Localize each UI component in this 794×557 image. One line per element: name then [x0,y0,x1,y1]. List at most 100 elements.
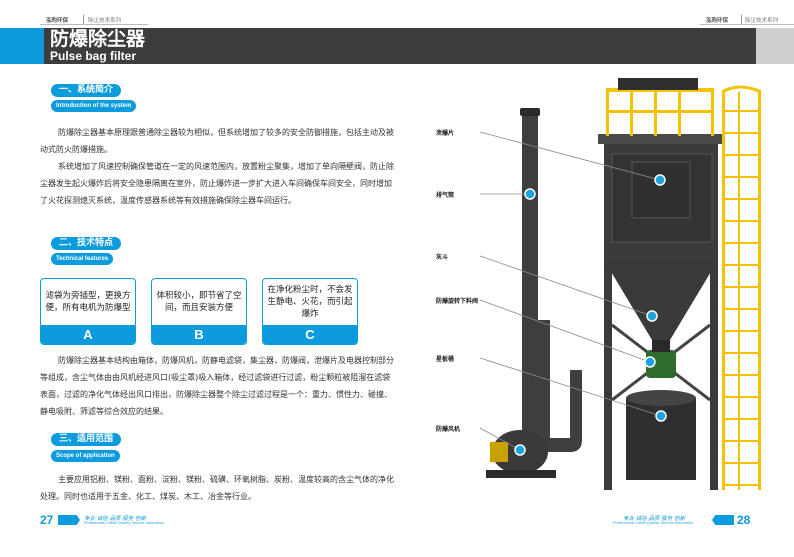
leader-line-5 [479,357,662,417]
page-number-left: 27 [40,513,54,527]
fan-motor [490,442,508,462]
fan-base [486,470,556,478]
ladder-ring [722,462,761,464]
footer-slogan-en-left: Professional Credit Quality Service Inno… [84,521,165,525]
ladder-ring [722,132,761,134]
ladder-cage-rings [722,110,761,486]
header-rule-left [40,24,148,25]
rotary-discharge-valve [646,350,676,378]
ash-hopper [604,260,718,340]
feature-a-text: 滤袋为旁插型，更换方便，所有电机为防爆型 [45,291,131,313]
mid-rail [606,110,714,113]
footer-arrow-right [712,515,734,525]
ladder-ring [722,440,761,442]
inlet-duct-bend [538,320,582,452]
ladder-ring [722,286,761,288]
exhaust-stack-cap [520,108,540,116]
roof-cover [618,78,698,90]
title-accent-right [756,28,794,64]
feature-b-letter: B [152,325,246,344]
page-number-right: 28 [737,513,751,527]
label-leader-lines [479,131,667,456]
ladder-ring [722,418,761,420]
header-series-right: 除尘技术系列 [745,18,779,24]
leader-line-1 [479,131,661,181]
label-vent: 泄爆片 [436,130,455,137]
inlet-duct [570,370,582,420]
section-features-subtitle: Technical features [51,253,114,265]
section-features-title: 二、技术特点 [51,237,122,250]
intro-paragraph-1-text: 防爆除尘器基本原理跟普通除尘器较为相似，但系统增加了较多的安全防御措施，包括主动… [40,128,394,154]
page-subtitle: Pulse bag filter [50,49,137,63]
section-application-subtitle: Scope of application [51,450,120,462]
label-hopper: 灰斗 [436,254,449,261]
ladder-ring [722,330,761,332]
label-exhaust: 排气筒 [436,192,455,199]
intro-paragraph-2: 系统增加了风速控制确保管道在一定的风速范围内，放置粉尘聚集，增加了单向隔壁阀，防… [40,158,396,209]
ladder-ring [722,154,761,156]
footer-arrow-left [58,515,80,525]
label-valve: 防爆旋转下料阀 [436,298,479,305]
footer-slogan-left: 专业 诚信 品质 服务 创新 [84,516,146,522]
valve-neck [652,340,670,352]
label-fan: 防爆风机 [436,426,461,433]
ladder-ring [722,484,761,486]
section-application-title: 三、适用范围 [51,433,122,446]
feature-box-b: 体积较小，即节省了空间，而且安装方便 B [151,278,247,345]
ladder-ring [722,110,761,112]
callout-dot-4 [644,356,656,368]
feature-b-text: 体积较小，即节省了空间，而且安装方便 [156,291,242,313]
title-accent-left [0,28,44,64]
header-brand-left: 泓昀环保 [46,18,69,24]
header-rule-right [700,24,794,25]
callout-dot-5 [655,410,667,422]
application-paragraph-text: 主要应用铝粉、镁粉、面粉、淀粉、镁粉、硫磺、环氧树脂、炭粉、温度较高的含尘气体的… [40,475,394,501]
callout-dot-3 [646,310,658,322]
explosion-vent-panel [631,161,691,219]
exhaust-stack [522,112,538,452]
features-paragraph: 防爆除尘器基本结构由箱体，防爆风机，防静电滤袋，集尘器，防爆阀，泄爆片及电器控制… [40,352,396,420]
callout-dot-2 [524,188,536,200]
feature-box-a: 滤袋为旁插型，更换方便，所有电机为防爆型 A [40,278,136,345]
ladder-ring [722,352,761,354]
header-separator-left [83,15,84,24]
access-ladder [721,85,762,490]
section-intro-subtitle: Introduction of the system [51,100,137,112]
ladder-ring [722,198,761,200]
leader-line-4 [479,299,651,363]
footer-slogan-right: 专业 诚信 品质 服务 创新 [623,516,685,522]
ladder-ring [722,374,761,376]
header-separator-right [741,15,742,24]
intro-paragraph-2-text: 系统增加了风速控制确保管道在一定的风速范围内，放置粉尘聚集，增加了单向隔壁阀，防… [40,162,394,205]
railing-posts [606,88,714,136]
callout-dot-6 [514,444,526,456]
support-leg-2 [710,230,718,490]
features-paragraph-text: 防爆除尘器基本结构由箱体，防爆风机，防静电滤袋，集尘器，防爆阀，泄爆片及电器控制… [40,356,394,416]
leader-line-6 [479,427,521,451]
ladder-ring [722,396,761,398]
ladder-ring [722,264,761,266]
application-paragraph: 主要应用铝粉、镁粉、面粉、淀粉、镁粉、硫磺、环氧树脂、炭粉、温度较高的含尘气体的… [40,471,396,505]
housing-roof [598,134,724,144]
callout-dot-1 [654,174,666,186]
intro-paragraph-1: 防爆除尘器基本原理跟普通除尘器较为相似，但系统增加了较多的安全防御措施，包括主动… [40,124,396,158]
header-series-left: 除尘技术系列 [88,18,122,24]
ladder-ring [722,176,761,178]
footer-slogan-en-right: Professional Credit Quality Service Inno… [613,521,694,525]
page-title: 防爆除尘器 [50,28,146,50]
feature-c-text: 在净化粉尘时，不会发生静电、火花，而引起爆炸 [267,285,353,319]
feature-c-letter: C [263,325,357,344]
leader-line-3 [479,255,653,317]
ladder-ring [722,220,761,222]
dust-collector-diagram [479,78,762,490]
header-brand-right: 泓昀环保 [706,18,729,24]
ladder-ring [722,308,761,310]
section-intro-title: 一、系统简介 [51,84,122,97]
label-drum: 星板桶 [436,356,455,363]
drum-lid [626,390,696,406]
ladder-ring [722,242,761,244]
support-leg-1 [604,230,612,490]
feature-box-c: 在净化粉尘时，不会发生静电、火花，而引起爆炸 C [262,278,358,345]
feature-a-letter: A [41,325,135,344]
